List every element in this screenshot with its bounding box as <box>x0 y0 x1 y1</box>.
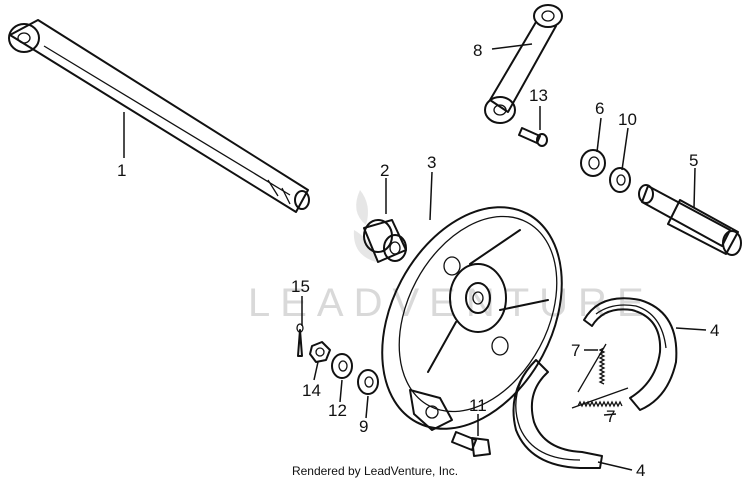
brake-shoe-upper-part <box>583 297 678 411</box>
spring-upper-part <box>577 343 607 393</box>
brake-cam-part <box>638 184 742 256</box>
callout-13: 13 <box>529 86 548 105</box>
cotter-pin-part <box>296 323 304 357</box>
callout-9: 9 <box>359 417 368 436</box>
brake-panel-part <box>381 206 563 431</box>
brake-arm-part <box>484 4 563 124</box>
footer-credit: Rendered by LeadVenture, Inc. <box>291 464 459 478</box>
callout-3: 3 <box>427 153 436 172</box>
leader-lines <box>123 43 707 471</box>
spring-lower-part <box>571 387 629 409</box>
callout-4-upper: 4 <box>710 321 719 340</box>
axle-shaft-part <box>8 19 310 213</box>
callout-7-upper: 7 <box>571 341 580 360</box>
watermark-logo: LEADVENTURE <box>248 190 654 325</box>
callout-6: 6 <box>595 99 604 118</box>
callout-14: 14 <box>302 381 321 400</box>
callout-2: 2 <box>380 161 389 180</box>
callout-7-lower: 7 <box>606 407 615 426</box>
bolt-part <box>518 127 548 147</box>
washer-9-part <box>357 369 379 395</box>
nut-part <box>309 341 331 363</box>
callout-12: 12 <box>328 401 347 420</box>
callout-15: 15 <box>291 277 310 296</box>
callout-11: 11 <box>469 396 487 415</box>
seal-part <box>580 149 606 177</box>
watermark-text: LEADVENTURE <box>248 281 654 325</box>
callout-1: 1 <box>117 161 126 180</box>
callout-5: 5 <box>689 151 698 170</box>
callout-4-lower: 4 <box>636 461 645 480</box>
callout-8: 8 <box>473 41 482 60</box>
stopper-bolt-part <box>451 431 491 457</box>
brake-shoe-lower-part <box>512 359 603 469</box>
callout-10: 10 <box>618 110 637 129</box>
bushing-part <box>363 219 407 263</box>
washer-part <box>609 167 631 193</box>
washer-12-part <box>331 353 353 379</box>
